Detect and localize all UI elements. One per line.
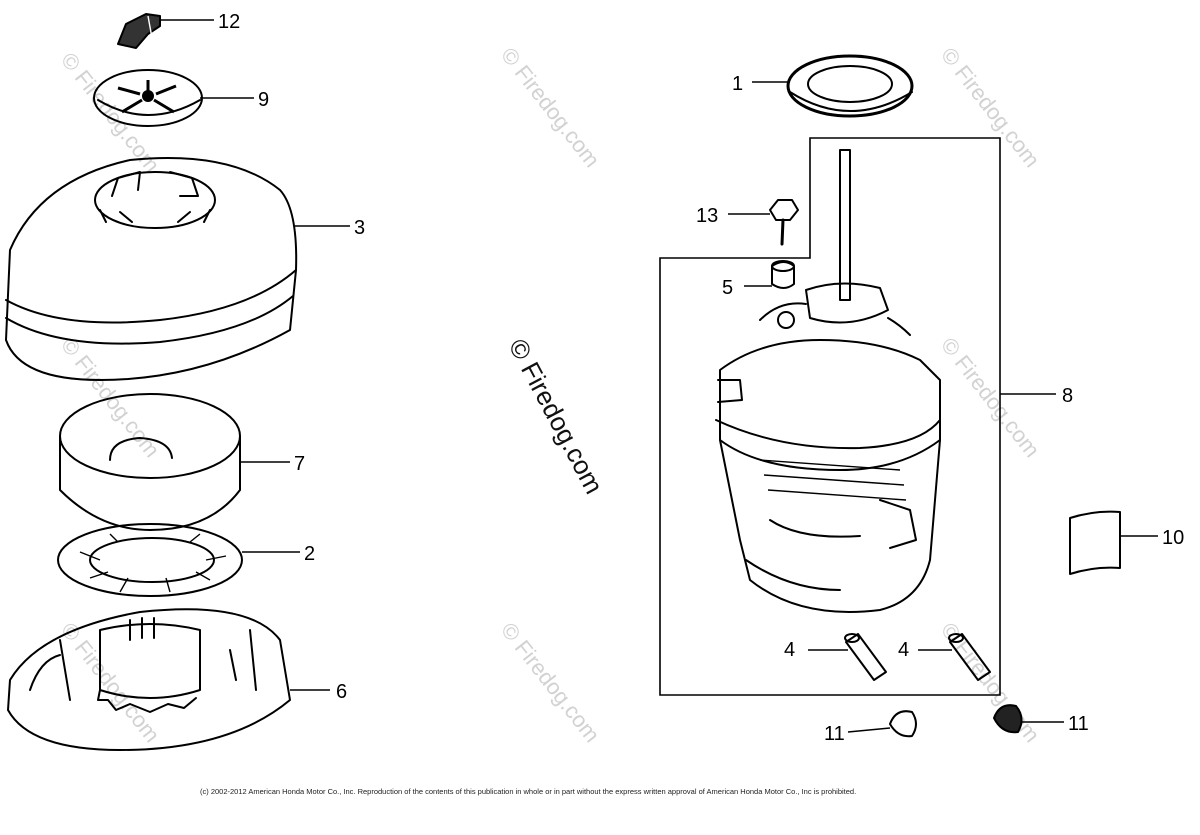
part-8-cylinder[interactable] [715, 149, 941, 613]
watermark: © Firedog.com [496, 43, 605, 172]
part-1-gasket[interactable] [786, 54, 914, 118]
leader-lines [160, 19, 1158, 733]
part-12-clip[interactable] [117, 13, 161, 49]
callout-11a: 11 [824, 723, 845, 745]
part-5-spacer[interactable] [771, 260, 795, 289]
callout-10: 10 [1162, 527, 1184, 549]
callout-13: 13 [696, 205, 718, 227]
watermark: © Firedog.com [496, 618, 605, 747]
watermark: © Firedog.com [936, 618, 1045, 747]
watermarks: © Firedog.com © Firedog.com © Firedog.co… [56, 43, 1045, 747]
part-13-bolt[interactable] [769, 199, 799, 246]
callout-3: 3 [354, 217, 365, 239]
callout-8: 8 [1062, 385, 1073, 407]
part-2-separator[interactable] [57, 523, 243, 597]
part-11-cap-right[interactable] [993, 704, 1023, 734]
callout-2: 2 [304, 543, 315, 565]
callout-5: 5 [722, 277, 733, 299]
callout-1: 1 [732, 73, 743, 95]
callout-6: 6 [336, 681, 347, 703]
callout-9: 9 [258, 89, 269, 111]
callout-4b: 4 [898, 639, 909, 661]
watermark: © Firedog.com [56, 618, 165, 747]
part-11-cap-left[interactable] [889, 710, 917, 738]
callout-7: 7 [294, 453, 305, 475]
part-7-filter[interactable] [59, 393, 241, 531]
watermark: © Firedog.com [936, 43, 1045, 172]
part-10-label[interactable] [1069, 510, 1121, 575]
watermark-center: © Firedog.com [503, 334, 610, 499]
watermark: © Firedog.com [936, 333, 1045, 462]
copyright-notice: (c) 2002-2012 American Honda Motor Co., … [200, 787, 856, 796]
callout-12: 12 [218, 11, 240, 33]
part-4-pin-right[interactable] [948, 633, 991, 681]
part-4-pin-left[interactable] [844, 633, 887, 681]
part-3-cover[interactable] [5, 157, 298, 381]
callout-labels: 12 9 3 7 2 6 1 13 5 8 10 4 4 11 11 [218, 11, 1184, 745]
callout-11b: 11 [1068, 713, 1089, 735]
part-8-bracket [659, 137, 1001, 696]
callout-4a: 4 [784, 639, 795, 661]
part-6-case[interactable] [7, 608, 291, 751]
